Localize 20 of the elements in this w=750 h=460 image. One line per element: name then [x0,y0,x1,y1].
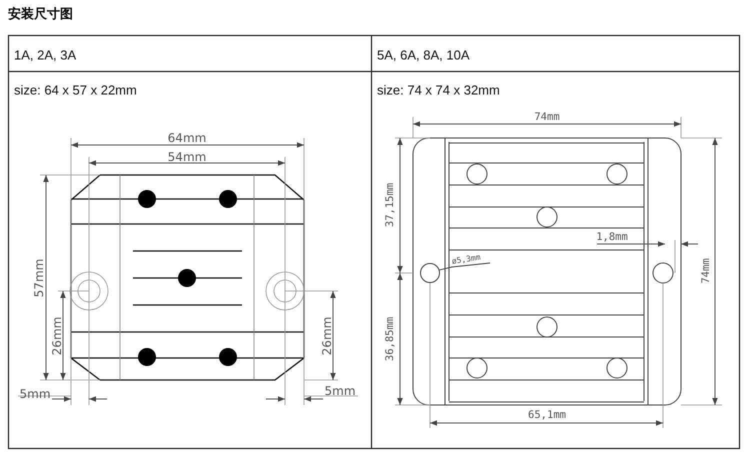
dimension-label: 26mm [51,316,63,356]
title: 安装尺寸图 [8,7,73,20]
dimension-label: 26mm [321,316,333,356]
dimension-label: 5mm [324,385,356,397]
table-cell: size: 64 x 57 x 22mm [14,84,137,96]
dimension-label: 1,8mm [596,232,628,242]
dimension-label: 65,1mm [528,410,566,420]
dimension-label: 57mm [33,258,45,298]
dimension-label: 74mm [700,258,712,284]
table-cell: 5A, 6A, 8A, 10A [377,48,470,62]
table-cell: 1A, 2A, 3A [14,48,76,62]
dimension-label: 5mm [20,388,50,400]
dimension-label: 64mm [168,132,206,144]
leader-line [439,262,490,270]
dimension-label: 36,85mm [384,316,396,362]
table-cell: size: 74 x 74 x 32mm [377,84,500,96]
dimension-label: 54mm [168,151,206,163]
dimension-label: ø5,3mm [451,252,491,270]
dimension-label: 37,15mm [384,182,396,228]
dimension-label: 74mm [534,112,560,122]
